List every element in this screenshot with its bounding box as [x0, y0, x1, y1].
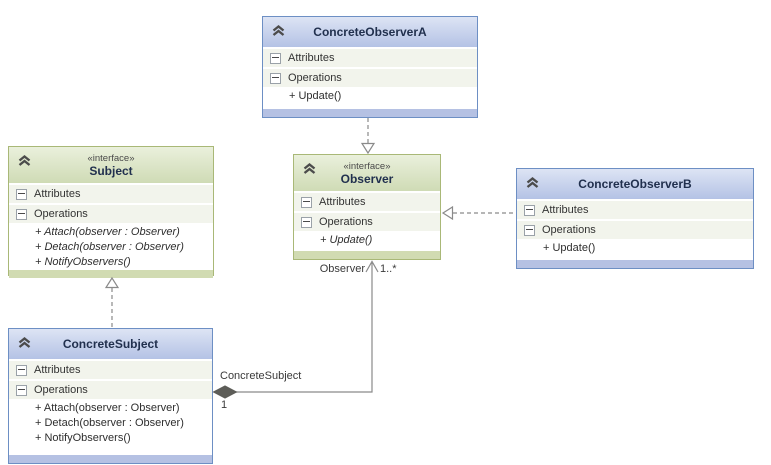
- collapse-minus-icon[interactable]: [270, 72, 281, 84]
- operation-item[interactable]: + Attach(observer : Observer): [35, 226, 180, 238]
- association-owner-label[interactable]: ConcreteSubject: [220, 370, 302, 382]
- association-role-label[interactable]: Observer: [319, 263, 365, 275]
- operations-section[interactable]: Operations: [9, 205, 213, 223]
- class-body-spacer: [9, 446, 212, 455]
- class-title: ConcreteSubject: [62, 336, 159, 351]
- collapse-minus-icon[interactable]: [16, 188, 27, 200]
- collapse-chevron-icon[interactable]: [525, 176, 540, 190]
- collapse-minus-icon[interactable]: [16, 364, 27, 376]
- operations-list: + Attach(observer : Observer) + Detach(o…: [9, 399, 212, 446]
- collapse-minus-icon[interactable]: [524, 224, 535, 236]
- attributes-label: Attributes: [288, 52, 335, 64]
- realization-arrow-concreteobserverb-observer[interactable]: [441, 205, 516, 221]
- operation-item[interactable]: + Update(): [543, 242, 596, 254]
- class-header[interactable]: «interface» Observer: [294, 155, 440, 191]
- attributes-section[interactable]: Attributes: [263, 49, 477, 67]
- operations-list: + Update(): [263, 87, 477, 104]
- operations-label: Operations: [288, 72, 342, 84]
- collapse-minus-icon[interactable]: [16, 208, 27, 220]
- operations-label: Operations: [34, 208, 88, 220]
- operations-list: + Update(): [517, 239, 753, 256]
- attributes-label: Attributes: [319, 196, 366, 208]
- class-title: ConcreteObserverB: [578, 176, 692, 191]
- class-footer: [294, 251, 440, 259]
- attributes-label: Attributes: [542, 204, 589, 216]
- class-subject[interactable]: «interface» Subject Attributes Operation…: [8, 146, 214, 278]
- operation-item[interactable]: + NotifyObservers(): [35, 256, 131, 268]
- attributes-section[interactable]: Attributes: [517, 201, 753, 219]
- class-concrete-observer-a[interactable]: ConcreteObserverA Attributes Operations …: [262, 16, 478, 118]
- operations-label: Operations: [34, 384, 88, 396]
- operations-list: + Attach(observer : Observer) + Detach(o…: [9, 223, 213, 270]
- collapse-chevron-icon[interactable]: [271, 24, 286, 38]
- realization-arrow-concretesubject-subject[interactable]: [104, 276, 120, 328]
- operations-section[interactable]: Operations: [263, 69, 477, 87]
- collapse-chevron-icon[interactable]: [302, 162, 317, 176]
- attributes-label: Attributes: [34, 188, 81, 200]
- class-footer: [9, 270, 213, 278]
- collapse-minus-icon[interactable]: [301, 216, 312, 228]
- class-title: Subject: [89, 164, 133, 178]
- class-header[interactable]: ConcreteObserverB: [517, 169, 753, 199]
- attributes-section[interactable]: Attributes: [9, 361, 212, 379]
- class-header[interactable]: ConcreteObserverA: [263, 17, 477, 47]
- realization-arrow-concreteobservera-observer[interactable]: [360, 118, 376, 155]
- class-footer: [263, 109, 477, 117]
- class-concrete-subject[interactable]: ConcreteSubject Attributes Operations + …: [8, 328, 213, 464]
- operations-section[interactable]: Operations: [294, 213, 440, 231]
- operations-label: Operations: [319, 216, 373, 228]
- operation-item[interactable]: + Attach(observer : Observer): [35, 402, 180, 414]
- attributes-label: Attributes: [34, 364, 81, 376]
- attributes-section[interactable]: Attributes: [294, 193, 440, 211]
- operations-section[interactable]: Operations: [9, 381, 212, 399]
- collapse-minus-icon[interactable]: [16, 384, 27, 396]
- operations-list: + Update(): [294, 231, 440, 248]
- association-owner-multiplicity-label[interactable]: 1: [221, 399, 228, 411]
- collapse-minus-icon[interactable]: [301, 196, 312, 208]
- class-title: Observer: [340, 172, 394, 186]
- operation-item[interactable]: + Detach(observer : Observer): [35, 241, 184, 253]
- class-header[interactable]: ConcreteSubject: [9, 329, 212, 359]
- operations-section[interactable]: Operations: [517, 221, 753, 239]
- operation-item[interactable]: + Update(): [289, 90, 342, 102]
- class-observer[interactable]: «interface» Observer Attributes Operatio…: [293, 154, 441, 260]
- attributes-section[interactable]: Attributes: [9, 185, 213, 203]
- collapse-chevron-icon[interactable]: [17, 154, 32, 168]
- class-footer: [517, 260, 753, 268]
- operation-item[interactable]: + Detach(observer : Observer): [35, 417, 184, 429]
- class-footer: [9, 455, 212, 463]
- operation-item[interactable]: + NotifyObservers(): [35, 432, 131, 444]
- collapse-chevron-icon[interactable]: [17, 336, 32, 350]
- collapse-minus-icon[interactable]: [524, 204, 535, 216]
- stereotype-label: «interface»: [343, 161, 391, 172]
- association-multiplicity-label[interactable]: 1..*: [380, 263, 397, 275]
- collapse-minus-icon[interactable]: [270, 52, 281, 64]
- class-concrete-observer-b[interactable]: ConcreteObserverB Attributes Operations …: [516, 168, 754, 269]
- operation-item[interactable]: + Update(): [320, 234, 373, 246]
- class-header[interactable]: «interface» Subject: [9, 147, 213, 183]
- stereotype-label: «interface»: [87, 153, 135, 164]
- operations-label: Operations: [542, 224, 596, 236]
- class-title: ConcreteObserverA: [313, 24, 427, 39]
